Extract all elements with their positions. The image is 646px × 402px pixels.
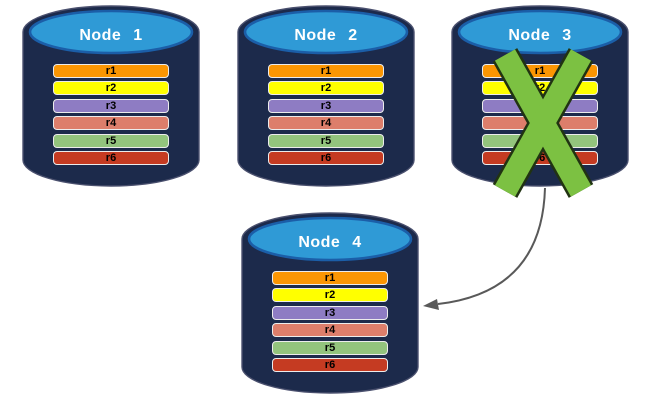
- replica-row: r4: [268, 116, 384, 131]
- replica-row: r6: [272, 357, 388, 372]
- replica-row: r2: [268, 81, 384, 96]
- replica-row: r6: [268, 150, 384, 165]
- replica-row: r2: [482, 81, 598, 96]
- replica-row: r4: [482, 116, 598, 131]
- node-title: Node 2: [294, 27, 358, 44]
- replica-row: r5: [268, 133, 384, 148]
- replica-row: r1: [272, 271, 388, 285]
- replica-row: r1: [53, 64, 169, 78]
- node-title: Node 1: [79, 27, 143, 44]
- replica-rows: r1 r2 r3 r4 r5 r6: [482, 64, 598, 168]
- recovery-arrow: [423, 187, 546, 310]
- replica-row: r5: [482, 133, 598, 148]
- replica-row: r3: [53, 98, 169, 113]
- replica-rows: r1 r2 r3 r4 r5 r6: [268, 64, 384, 168]
- replica-row: r4: [272, 323, 388, 338]
- replica-rows: r1 r2 r3 r4 r5 r6: [272, 271, 388, 375]
- cylinder-top: [28, 9, 194, 55]
- node-title: Node 3: [508, 27, 572, 44]
- replica-row: r3: [268, 98, 384, 113]
- replica-row: r5: [53, 133, 169, 148]
- replica-rows: r1 r2 r3 r4 r5 r6: [53, 64, 169, 168]
- arrow-line: [437, 187, 546, 305]
- replica-row: r6: [482, 150, 598, 165]
- db-node-3: Node 3 r1 r2 r3 r4 r5 r6: [451, 5, 629, 187]
- replica-row: r5: [272, 340, 388, 355]
- replica-row: r3: [272, 305, 388, 320]
- replica-row: r1: [482, 64, 598, 78]
- replica-row: r4: [53, 116, 169, 131]
- node-title: Node 4: [298, 234, 362, 251]
- replica-row: r6: [53, 150, 169, 165]
- db-node-1: Node 1 r1 r2 r3 r4 r5 r6: [22, 5, 200, 187]
- db-node-4: Node 4 r1 r2 r3 r4 r5 r6: [241, 212, 419, 394]
- replica-row: r1: [268, 64, 384, 78]
- replica-row: r3: [482, 98, 598, 113]
- replica-row: r2: [272, 288, 388, 303]
- db-node-2: Node 2 r1 r2 r3 r4 r5 r6: [237, 5, 415, 187]
- arrowhead-icon: [423, 299, 439, 310]
- cylinder-top: [247, 216, 413, 262]
- replica-row: r2: [53, 81, 169, 96]
- cylinder-top: [243, 9, 409, 55]
